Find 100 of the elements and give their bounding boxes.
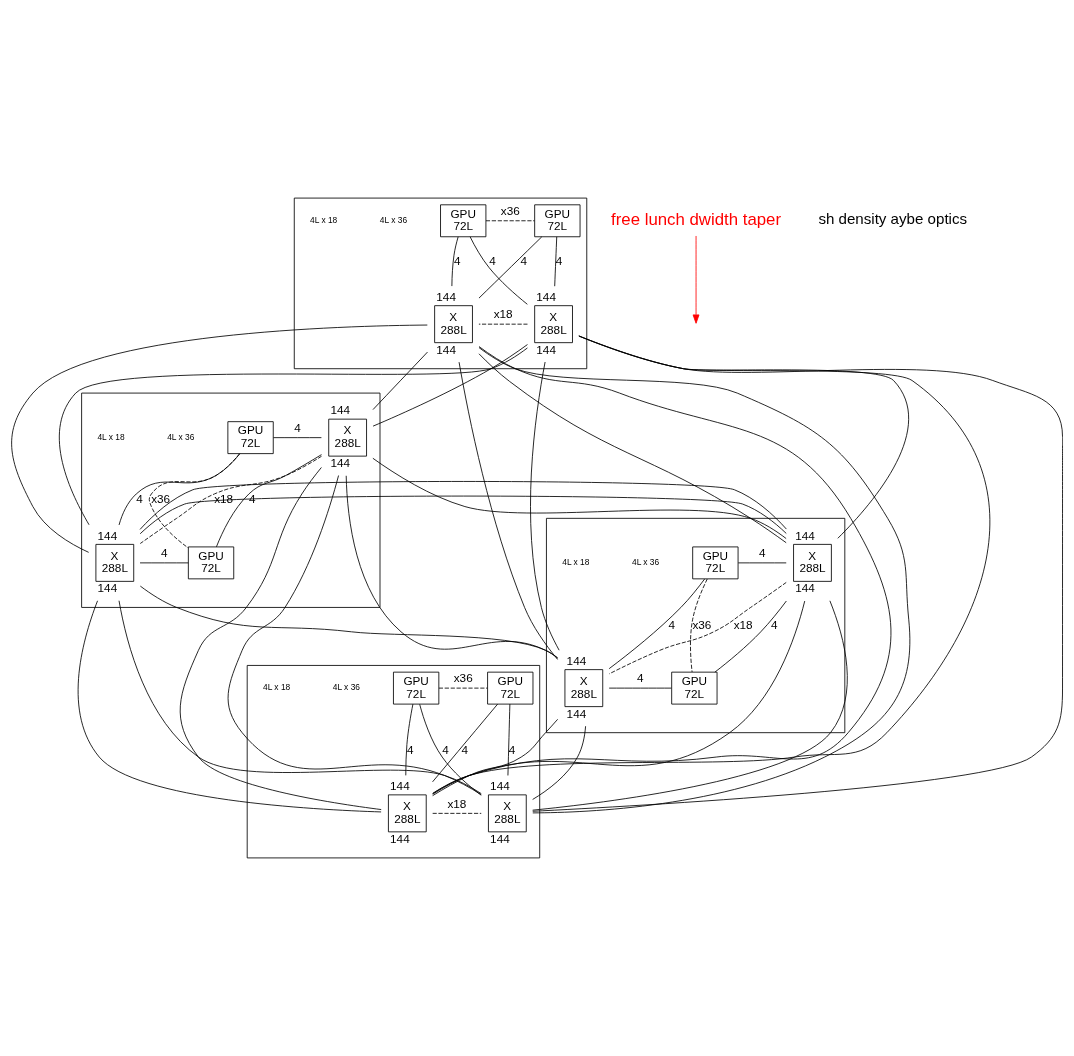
connector: [507, 703, 511, 776]
connector: [372, 351, 428, 411]
node-label: 144: [436, 342, 456, 356]
node-text: free lunch dwidth taper: [611, 209, 782, 229]
connector: [469, 236, 528, 305]
connector: [432, 703, 499, 783]
label: sh density aybe optics: [818, 210, 968, 228]
connector: [485, 220, 535, 222]
edge-label: 4: [770, 617, 778, 631]
edge-label: x36: [453, 671, 473, 685]
connector: [227, 475, 482, 796]
node-label: 144: [390, 779, 410, 792]
connector: [432, 812, 482, 814]
node-label: 144: [97, 528, 118, 542]
connector: [432, 718, 559, 797]
connector: [139, 585, 559, 659]
edge-label: 4: [668, 617, 675, 631]
connector: [578, 335, 910, 539]
connector: [432, 346, 892, 795]
node-box: X 288L: [793, 543, 832, 582]
node-label: 144: [566, 706, 587, 720]
connector: [532, 335, 1063, 812]
connector: [432, 600, 806, 795]
edge-label: x18: [214, 492, 234, 506]
connector: [478, 236, 543, 299]
label: 4L x 18: [263, 682, 291, 693]
connector: [139, 562, 189, 564]
node-box: GPU 72L: [227, 421, 274, 455]
connector: [690, 578, 708, 673]
cluster: [81, 392, 381, 608]
node-box: X 288L: [434, 305, 473, 344]
edge-label: 4: [637, 671, 644, 685]
arrow: [692, 235, 700, 324]
edge-label: 4: [461, 742, 469, 756]
edge-label: 4: [248, 492, 256, 506]
connector: [405, 703, 414, 776]
node-label: 144: [795, 581, 815, 595]
label: 4L x 36: [167, 431, 195, 442]
connector: [273, 437, 322, 439]
edge-label: 4: [442, 742, 449, 756]
edge-label: 4: [294, 420, 301, 434]
cluster: [546, 517, 846, 734]
node-box: GPU 72L: [671, 671, 718, 705]
connector: [139, 481, 787, 535]
edge-label: x36: [151, 492, 171, 506]
node-box: GPU 72L: [692, 546, 739, 580]
connector: [419, 703, 482, 796]
node-box: X 288L: [534, 305, 573, 344]
cluster: [293, 197, 588, 370]
connector: [139, 455, 322, 544]
connector: [438, 687, 488, 689]
label: 4L x 18: [562, 556, 590, 567]
edge-label: 4: [508, 742, 516, 756]
connector: [737, 562, 787, 564]
edge-label: 4: [520, 253, 528, 267]
label: 4L x 18: [310, 214, 338, 225]
connector: [478, 353, 787, 544]
node-box: GPU 72L: [187, 546, 235, 580]
node-label: 144: [566, 653, 587, 667]
connector: [532, 725, 586, 800]
node-box: X 288L: [95, 543, 135, 582]
cluster: [246, 665, 541, 859]
connector: [532, 600, 848, 811]
edge-label: x36: [500, 204, 520, 218]
edge-label: 4: [406, 742, 414, 756]
connector: [432, 335, 991, 794]
connector: [118, 600, 482, 795]
node-box: X 288L: [488, 794, 527, 833]
connector: [554, 236, 558, 287]
node-box: GPU 72L: [393, 671, 440, 705]
node-box: X 288L: [328, 418, 367, 457]
connector: [608, 578, 706, 670]
connector: [478, 347, 911, 814]
edge-label: x18: [447, 796, 467, 810]
connector: [451, 236, 459, 287]
connector: [58, 347, 528, 526]
connector: [458, 361, 558, 660]
connector: [179, 467, 382, 810]
node-box: GPU 72L: [534, 204, 581, 238]
connector: [608, 687, 672, 689]
edge-label: 4: [489, 253, 496, 267]
node-label: 144: [390, 831, 410, 845]
node-label: 144: [536, 342, 556, 356]
connector: [530, 361, 560, 651]
label: 4L x 18: [97, 431, 125, 442]
edge-label: x36: [692, 617, 712, 631]
node-box: GPU 72L: [440, 204, 487, 238]
connector: [118, 453, 241, 526]
node-label: 144: [536, 289, 556, 303]
label: 4L x 36: [379, 214, 408, 225]
node-label: 144: [490, 779, 510, 792]
node-label: 144: [795, 528, 815, 542]
connector: [714, 600, 787, 673]
connector: [216, 454, 322, 548]
connector: [372, 344, 528, 427]
label: 4L x 36: [332, 682, 360, 693]
edge-label: 4: [454, 253, 461, 267]
node-box: X 288L: [564, 669, 604, 708]
connector: [608, 582, 787, 675]
node-label: 144: [97, 581, 118, 595]
